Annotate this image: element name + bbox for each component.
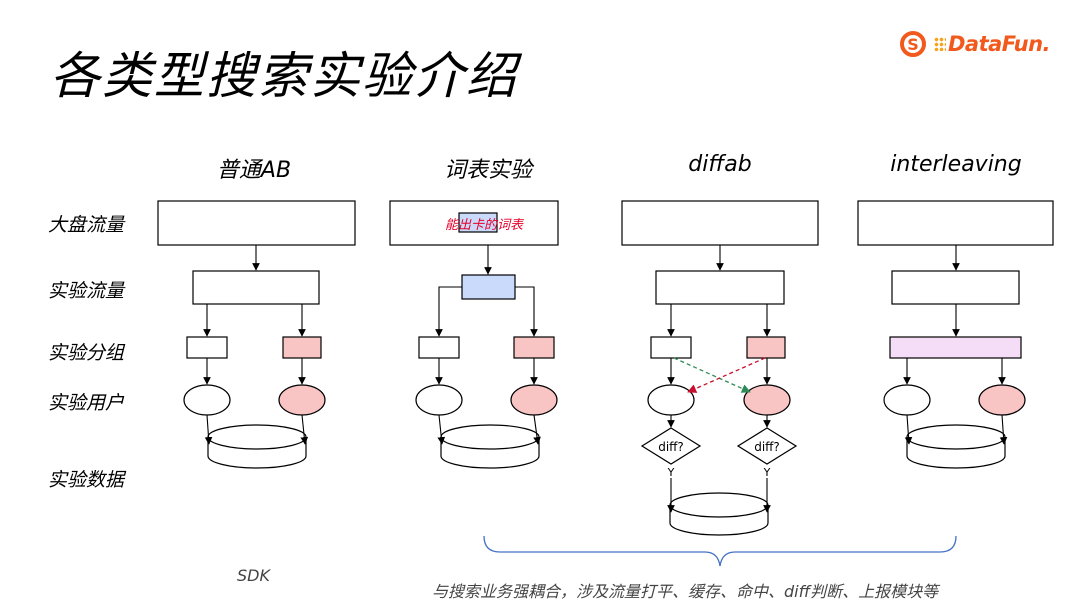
row-label-exp-data: 实验数据	[48, 469, 125, 491]
ab-total-traffic-box	[157, 200, 356, 246]
diffab-group-a-box	[650, 336, 692, 359]
logo-s-icon: S	[900, 31, 926, 57]
diffab-group-b-box	[746, 336, 786, 359]
coupling-bracket	[483, 535, 957, 567]
interleaving-data-cylinder	[906, 424, 1006, 469]
diffab-yes-label-b: Y	[763, 466, 771, 479]
interleaving-group-box	[889, 336, 1022, 359]
diffab-diff-diamond-b	[736, 427, 798, 465]
interleaving-user-b	[978, 384, 1026, 416]
ab-group-b-box	[282, 336, 322, 359]
flow-arrows	[203, 245, 1008, 513]
ab-data-cylinder	[207, 424, 307, 469]
row-label-total-traffic: 大盘流量	[48, 214, 125, 236]
row-label-exp-traffic: 实验流量	[48, 280, 125, 302]
data-cylinders	[207, 424, 1006, 536]
wordlist-user-b	[510, 384, 558, 416]
page-title: 各类型搜索实验介绍	[50, 47, 518, 105]
ab-exp-traffic-box	[192, 270, 320, 305]
column-title-wordlist: 词表实验	[443, 158, 533, 183]
wordlist-exp-traffic-box	[461, 274, 516, 300]
ab-group-a-box	[186, 336, 228, 359]
diffab-exp-traffic-box	[655, 270, 785, 305]
bracket-note: 与搜索业务强耦合，涉及流量打平、缓存、命中、diff判断、上报模块等	[432, 582, 939, 601]
column-title-diffab: diffab	[688, 152, 752, 177]
ab-user-a	[183, 384, 231, 416]
diffab-cross-arrow-red	[687, 357, 766, 393]
wordlist-user-a	[415, 384, 463, 416]
diffab-user-b	[743, 384, 791, 416]
diffab-diff-label-a: diff?	[658, 440, 684, 454]
diffab-yes-label-a: Y	[667, 466, 675, 479]
diffab-user-a	[647, 384, 695, 416]
diffab-data-cylinder	[669, 492, 769, 536]
wordlist-card-box	[458, 212, 498, 233]
interleaving-user-a	[883, 384, 931, 416]
diffab-total-traffic-box	[621, 200, 819, 246]
wordlist-card-label: 能出卡的词表	[445, 218, 525, 233]
sdk-label: SDK	[237, 566, 270, 585]
ab-user-b	[278, 384, 326, 416]
diffab-diff-diamond-a	[640, 427, 702, 465]
interleaving-exp-traffic-box	[891, 270, 1020, 305]
wordlist-data-cylinder	[440, 424, 540, 469]
datafun-logo: S DataFun.	[900, 28, 1051, 60]
diffab-cross-arrow-green	[673, 357, 751, 393]
logo-dots-icon	[934, 37, 946, 51]
column-title-interleaving: interleaving	[890, 152, 1022, 177]
logo-text: DataFun.	[948, 32, 1051, 56]
wordlist-group-b-box	[513, 336, 555, 359]
interleaving-total-traffic-box	[857, 200, 1054, 246]
diffab-diff-label-b: diff?	[754, 440, 780, 454]
column-title-ab: 普通AB	[216, 158, 292, 183]
row-label-exp-user: 实验用户	[48, 392, 125, 414]
wordlist-group-a-box	[418, 336, 460, 359]
row-label-exp-group: 实验分组	[48, 342, 125, 364]
